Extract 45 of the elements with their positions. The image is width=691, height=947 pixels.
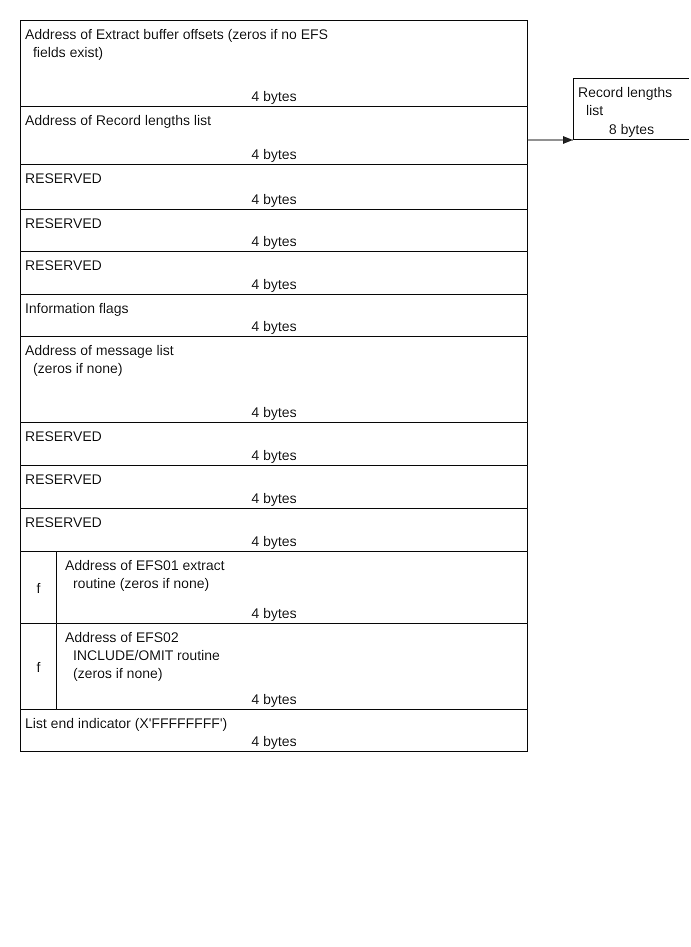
field-text: Address of message list (zeros if none) [25,341,175,377]
field-cell [20,552,528,624]
field-text: RESERVED [25,427,103,445]
size-label: 4 bytes [250,233,298,249]
size-label: 4 bytes [250,88,298,104]
field-cell [20,165,528,210]
field-cell [20,466,528,509]
size-label: 4 bytes [250,318,298,334]
list-box [573,78,689,140]
field-cell [20,107,528,165]
field-cell [20,509,528,552]
size-label: 4 bytes [250,533,298,549]
field-cell [20,252,528,295]
size-label: 4 bytes [250,733,298,749]
field-cell [20,624,528,710]
field-text: Address of Extract buffer offsets (zeros if no EFS fields exist) [25,25,329,61]
field-text: List end indicator (X'FFFFFFFF') [25,714,228,732]
field-cell [20,423,528,466]
flag-text: f [36,658,42,676]
size-label: 4 bytes [250,447,298,463]
field-cell [20,337,528,423]
field-text: Information flags [25,299,130,317]
size-label: 8 bytes [608,121,656,137]
field-text: RESERVED [25,214,103,232]
size-label: 4 bytes [250,191,298,207]
field-text: RESERVED [25,256,103,274]
size-label: 4 bytes [250,146,298,162]
field-cell [20,20,528,107]
size-label: 4 bytes [250,605,298,621]
size-label: 4 bytes [250,276,298,292]
field-cell [20,710,528,752]
field-cell [20,295,528,337]
size-label: 4 bytes [250,490,298,506]
size-label: 4 bytes [250,691,298,707]
field-text: RESERVED [25,513,103,531]
field-text: Address of EFS02 INCLUDE/OMIT routine (zeros if none) [65,628,221,682]
field-text: Address of Record lengths list [25,111,212,129]
field-text: Record lengths list [578,83,674,119]
flag-text: f [36,578,42,596]
field-text: Address of EFS01 extract routine (zeros if none) [65,556,226,592]
field-text: RESERVED [25,470,103,488]
size-label: 4 bytes [250,404,298,420]
field-text: RESERVED [25,169,103,187]
field-cell [20,210,528,252]
arrow [528,136,574,144]
